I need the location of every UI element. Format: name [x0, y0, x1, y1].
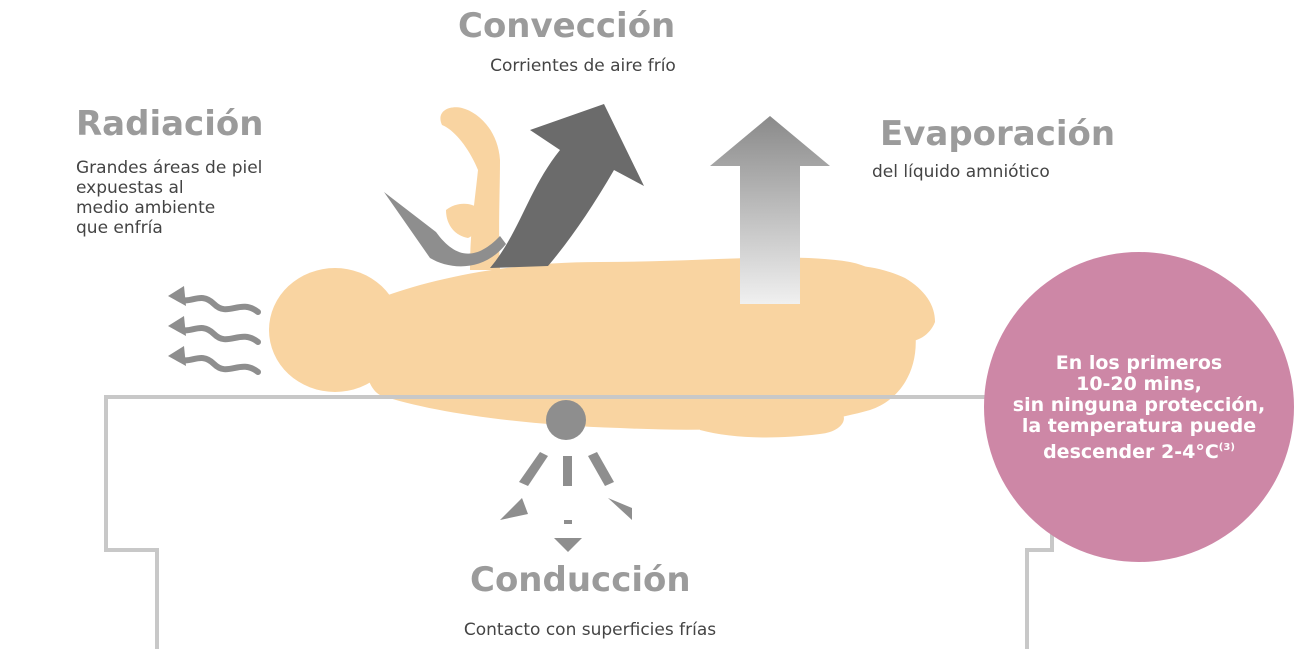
note-line: la temperatura puede — [1021, 415, 1257, 437]
convection-arrow — [384, 104, 644, 268]
radiation-title: Radiación — [76, 104, 264, 144]
radiation-description-line: medio ambiente — [76, 198, 216, 218]
temperature-note-text: En los primeros 10-20 mins, sin ninguna … — [1013, 353, 1265, 463]
conduction-symbol — [500, 400, 632, 552]
note-line: descender 2-4°C — [1043, 441, 1219, 463]
table-outline — [104, 395, 1054, 649]
note-line: sin ninguna protección, — [1012, 394, 1266, 416]
radiation-description-line: que enfría — [76, 218, 163, 238]
temperature-note-circle: En los primeros 10-20 mins, sin ninguna … — [984, 252, 1294, 562]
conduction-title: Conducción — [470, 560, 691, 600]
note-reference: (3) — [1218, 442, 1235, 453]
evaporation-title: Evaporación — [880, 114, 1116, 154]
evaporation-description: del líquido amniótico — [872, 162, 1050, 182]
evaporation-arrow — [710, 116, 830, 304]
radiation-description: Grandes áreas de piel expuestas al medio… — [76, 158, 262, 238]
note-line: 10-20 mins, — [1076, 373, 1202, 395]
radiation-description-line: Grandes áreas de piel — [76, 158, 263, 178]
note-line-last: descender 2-4°C(3) — [1013, 437, 1265, 463]
convection-title: Convección — [458, 6, 676, 46]
radiation-description-line: expuestas al — [76, 178, 184, 198]
radiation-arrows — [175, 295, 261, 375]
conduction-description: Contacto con superficies frías — [463, 620, 717, 640]
convection-description: Corrientes de aire frío — [490, 56, 676, 76]
note-line: En los primeros — [1055, 352, 1223, 374]
